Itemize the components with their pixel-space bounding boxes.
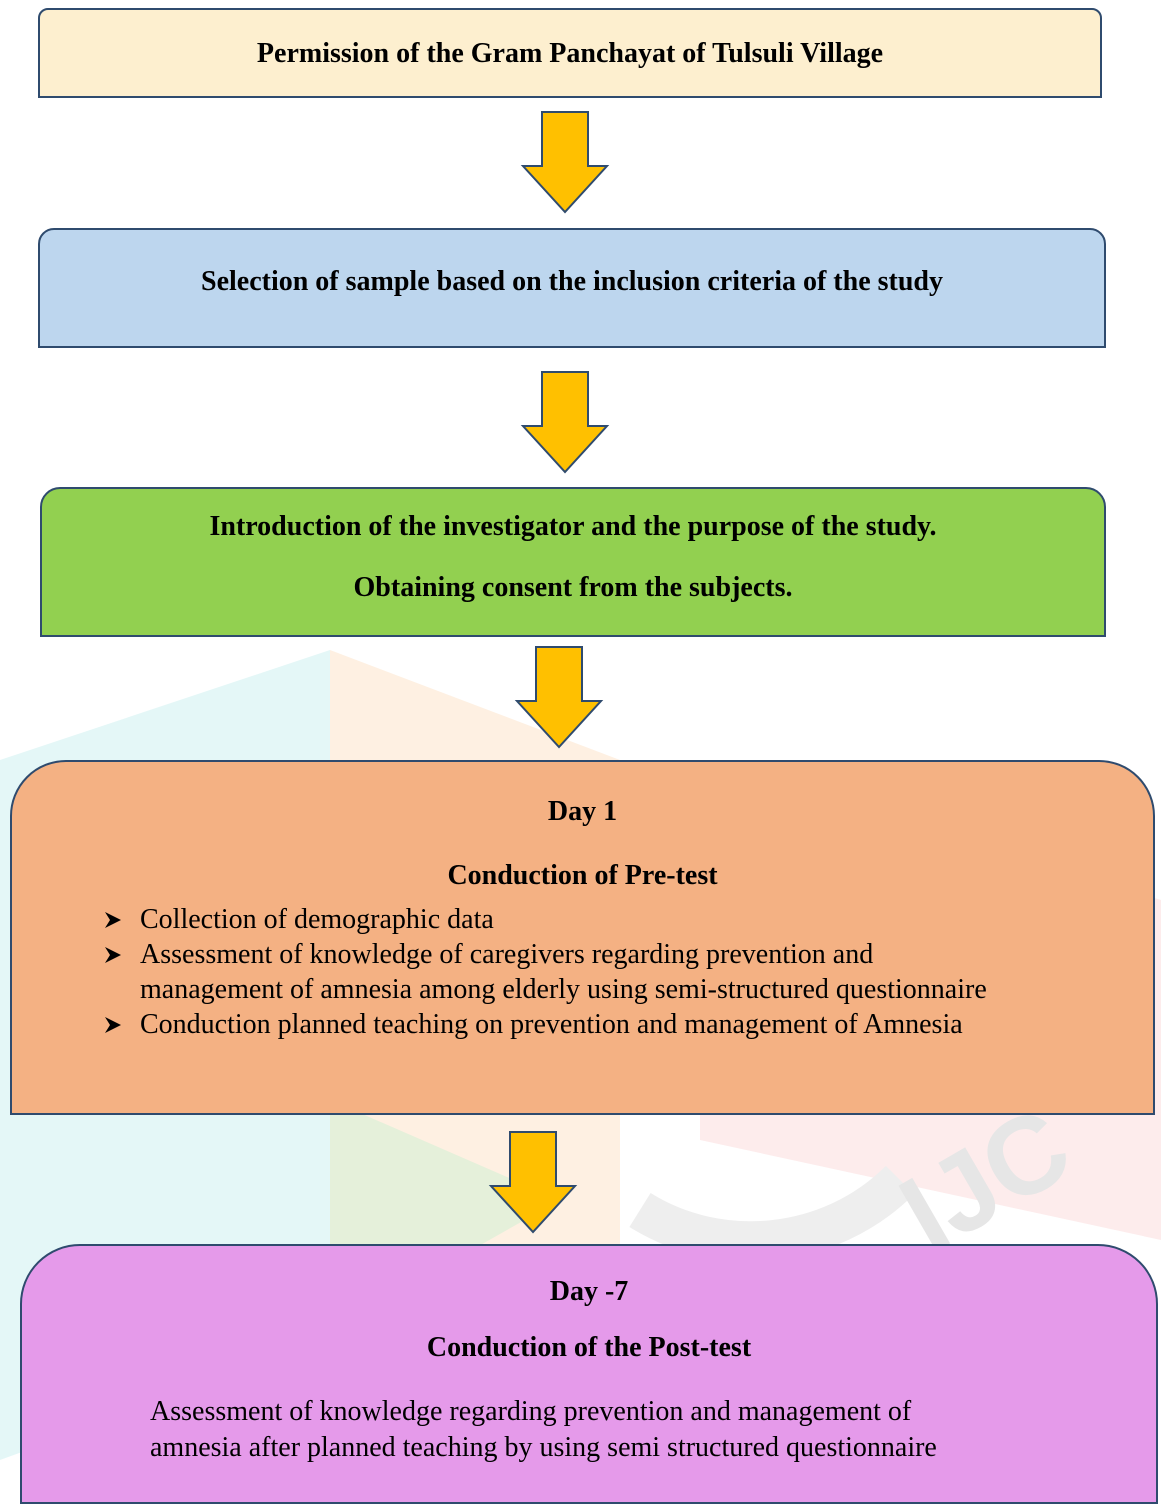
step-title: Selection of sample based on the inclusi… bbox=[201, 266, 943, 297]
arrow-bullet-icon bbox=[105, 1017, 121, 1033]
description-line: amnesia after planned teaching by using … bbox=[150, 1432, 937, 1463]
bullet-text: Collection of demographic data bbox=[140, 904, 494, 935]
step-title: Introduction of the investigator and the… bbox=[209, 511, 937, 542]
bullet-text: management of amnesia among elderly usin… bbox=[140, 974, 987, 1005]
step-box-day7-posttest: Day -7 Conduction of the Post-test Asses… bbox=[20, 1244, 1158, 1504]
step-title: Conduction of the Post-test bbox=[426, 1332, 752, 1363]
list-item-continuation: management of amnesia among elderly usin… bbox=[104, 972, 987, 1007]
step-box-introduction-consent: Introduction of the investigator and the… bbox=[40, 487, 1106, 637]
step-title: Conduction of Pre-test bbox=[447, 860, 718, 891]
down-arrow-icon bbox=[520, 371, 610, 474]
arrow-bullet-icon bbox=[105, 912, 121, 928]
step-box-day1-pretest: Day 1 Conduction of Pre-test Collection … bbox=[10, 760, 1155, 1115]
step-title: Permission of the Gram Panchayat of Tuls… bbox=[256, 38, 884, 69]
step-subtitle: Obtaining consent from the subjects. bbox=[353, 572, 793, 603]
day-label: Day 1 bbox=[547, 796, 618, 827]
down-arrow-icon bbox=[514, 646, 604, 749]
step-description: Assessment of knowledge regarding preven… bbox=[150, 1394, 1096, 1466]
list-item: Conduction planned teaching on preventio… bbox=[104, 1007, 987, 1042]
bullet-text: Assessment of knowledge of caregivers re… bbox=[140, 939, 874, 970]
step-box-sample-selection: Selection of sample based on the inclusi… bbox=[38, 228, 1106, 348]
down-arrow-icon bbox=[520, 111, 610, 214]
bullet-list: Collection of demographic data Assessmen… bbox=[104, 902, 987, 1042]
arrow-bullet-icon bbox=[105, 947, 121, 963]
list-item: Assessment of knowledge of caregivers re… bbox=[104, 937, 987, 972]
description-line: Assessment of knowledge regarding preven… bbox=[150, 1396, 912, 1427]
day-label: Day -7 bbox=[549, 1276, 629, 1307]
bullet-text: Conduction planned teaching on preventio… bbox=[140, 1009, 963, 1040]
down-arrow-icon bbox=[488, 1131, 578, 1234]
list-item: Collection of demographic data bbox=[104, 902, 987, 937]
step-box-permission: Permission of the Gram Panchayat of Tuls… bbox=[38, 8, 1102, 98]
